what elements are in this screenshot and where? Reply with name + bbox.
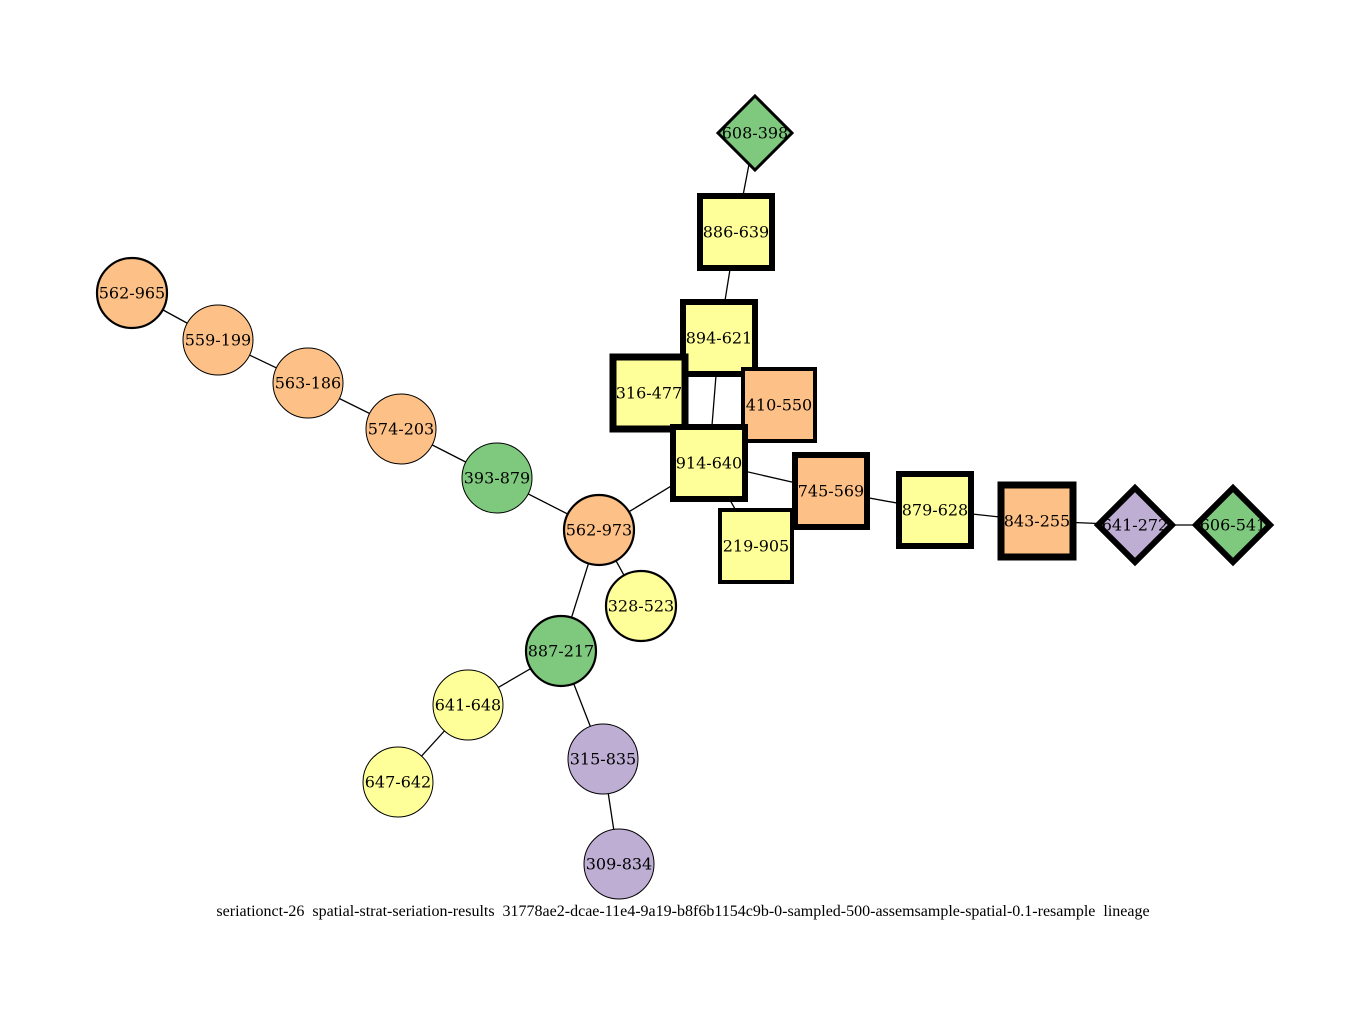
node-label: 641-648	[435, 696, 501, 715]
node-label: 886-639	[703, 223, 769, 242]
node-606-541[interactable]: 606-541	[1191, 483, 1275, 567]
node-641-648[interactable]: 641-648	[432, 669, 504, 741]
node-shape-circle	[461, 442, 533, 514]
node-shape-circle	[362, 746, 434, 818]
node-563-186[interactable]: 563-186	[272, 347, 344, 419]
node-894-621[interactable]: 894-621	[680, 299, 758, 377]
node-shape-circle	[562, 493, 636, 567]
node-shape-circle	[272, 347, 344, 419]
node-label: 315-835	[570, 750, 636, 769]
node-label: 608-398	[722, 124, 788, 143]
node-shape-square	[792, 452, 870, 530]
node-shape-square	[741, 367, 817, 443]
node-label: 887-217	[528, 642, 594, 661]
node-label: 559-199	[185, 331, 251, 350]
node-shape-diamond	[1191, 483, 1275, 567]
node-shape-square	[680, 299, 758, 377]
node-label: 316-477	[616, 384, 682, 403]
node-label: 879-628	[902, 501, 968, 520]
node-label: 562-973	[566, 521, 632, 540]
node-label: 562-965	[99, 284, 165, 303]
node-shape-diamond	[715, 93, 795, 173]
node-886-639[interactable]: 886-639	[697, 193, 775, 271]
node-label: 641-272	[1102, 516, 1168, 535]
node-shape-square	[670, 424, 748, 502]
node-647-642[interactable]: 647-642	[362, 746, 434, 818]
node-shape-circle	[95, 256, 169, 330]
node-label: 894-621	[686, 329, 752, 348]
node-843-255[interactable]: 843-255	[997, 481, 1077, 561]
node-label: 745-569	[798, 482, 864, 501]
node-562-965[interactable]: 562-965	[95, 256, 169, 330]
node-shape-square	[697, 193, 775, 271]
node-shape-circle	[567, 723, 639, 795]
node-shape-square	[609, 353, 689, 433]
node-label: 914-640	[676, 454, 742, 473]
node-914-640[interactable]: 914-640	[670, 424, 748, 502]
node-label: 647-642	[365, 773, 431, 792]
node-label: 843-255	[1004, 512, 1070, 531]
node-879-628[interactable]: 879-628	[896, 471, 974, 549]
node-608-398[interactable]: 608-398	[715, 93, 795, 173]
node-309-834[interactable]: 309-834	[583, 828, 655, 900]
node-label: 309-834	[586, 855, 652, 874]
node-shape-square	[718, 508, 794, 584]
node-shape-circle	[182, 304, 254, 376]
node-label: 574-203	[368, 420, 434, 439]
node-316-477[interactable]: 316-477	[609, 353, 689, 433]
graph-caption: seriationct-26 spatial-strat-seriation-r…	[216, 903, 1150, 920]
node-887-217[interactable]: 887-217	[524, 614, 598, 688]
node-shape-circle	[583, 828, 655, 900]
node-label: 219-905	[723, 537, 789, 556]
nodes-layer: 608-398 886-639 894-621 316-477 410-550 914-6…	[95, 93, 1275, 900]
node-315-835[interactable]: 315-835	[567, 723, 639, 795]
node-shape-square	[896, 471, 974, 549]
node-562-973[interactable]: 562-973	[562, 493, 636, 567]
node-shape-circle	[604, 569, 678, 643]
node-559-199[interactable]: 559-199	[182, 304, 254, 376]
node-410-550[interactable]: 410-550	[741, 367, 817, 443]
node-shape-circle	[524, 614, 598, 688]
node-shape-circle	[432, 669, 504, 741]
node-219-905[interactable]: 219-905	[718, 508, 794, 584]
node-393-879[interactable]: 393-879	[461, 442, 533, 514]
node-label: 410-550	[746, 396, 812, 415]
node-shape-circle	[365, 393, 437, 465]
node-label: 606-541	[1200, 516, 1266, 535]
node-328-523[interactable]: 328-523	[604, 569, 678, 643]
node-745-569[interactable]: 745-569	[792, 452, 870, 530]
node-label: 393-879	[464, 469, 530, 488]
node-574-203[interactable]: 574-203	[365, 393, 437, 465]
node-shape-diamond	[1093, 483, 1177, 567]
node-641-272[interactable]: 641-272	[1093, 483, 1177, 567]
node-label: 328-523	[608, 597, 674, 616]
node-shape-square	[997, 481, 1077, 561]
node-label: 563-186	[275, 374, 341, 393]
